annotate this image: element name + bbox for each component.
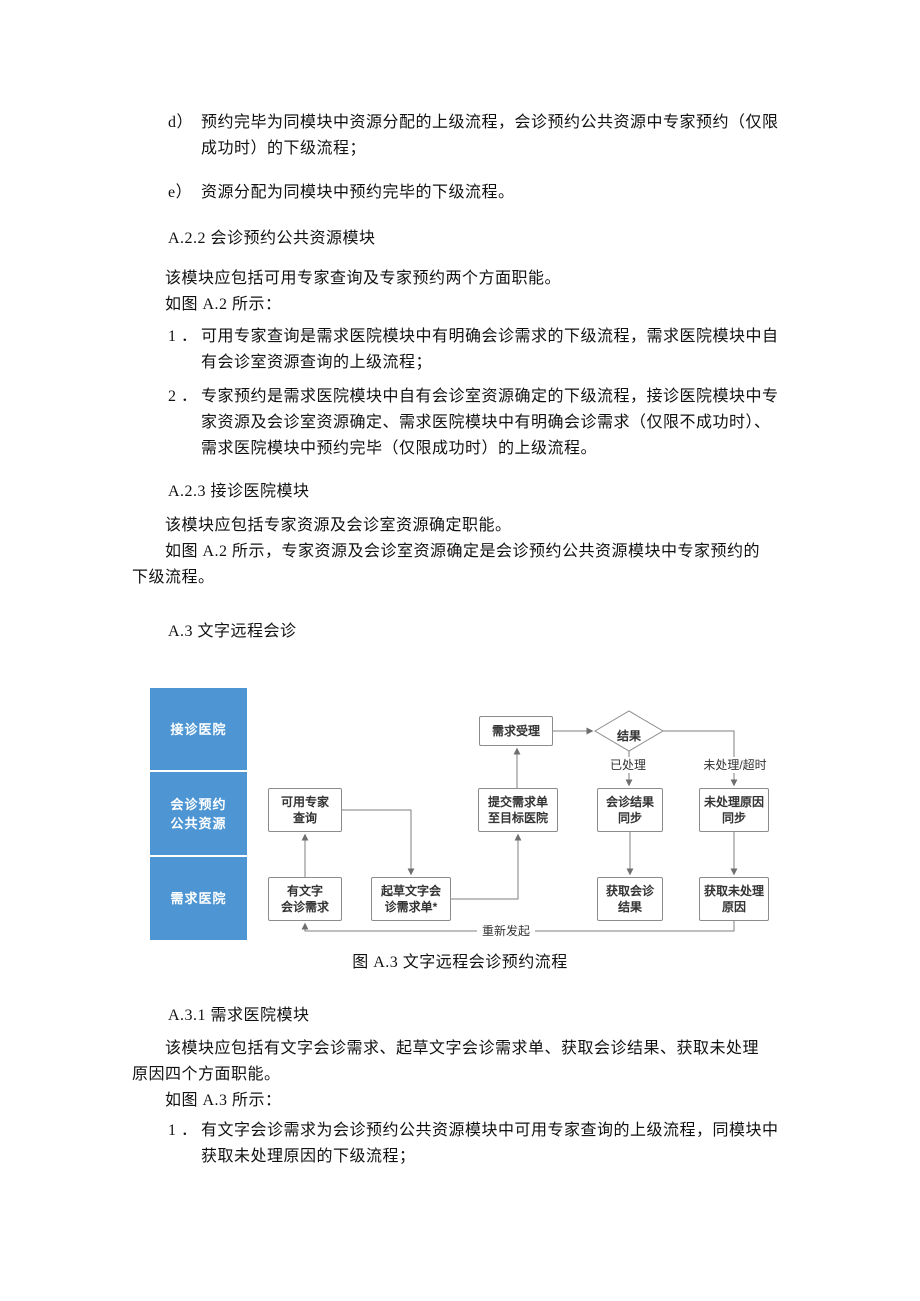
list-item-d: d） 预约完毕为同模块中资源分配的上级流程，会诊预约公共资源中专家预约（仅限 成…: [168, 110, 779, 162]
list-text-a22-2: 专家预约是需求医院模块中自有会诊室资源确定的下级流程，接诊医院模块中专 家资源及…: [201, 388, 779, 457]
paragraph-a31-2: 如图 A.3 所示：: [165, 1092, 282, 1109]
node-result-sync: 会诊结果 同步: [597, 788, 663, 832]
node-accept-request: 需求受理: [479, 716, 553, 746]
node-expert-query: 可用专家 查询: [268, 788, 342, 832]
paragraph-a22-2: 如图 A.2 所示：: [165, 296, 282, 313]
list-marker-e: e）: [168, 184, 193, 201]
list-text-a31-1: 有文字会诊需求为会诊预约公共资源模块中可用专家查询的上级流程，同模块中 获取未处…: [201, 1122, 779, 1165]
list-item-e: e） 资源分配为同模块中预约完毕的下级流程。: [168, 180, 515, 206]
flowchart-figure: 接诊医院 会诊预约 公共资源 需求医院 需求受理 结果 可用专家 查询 提交需求…: [0, 685, 920, 947]
list-text-a22-1: 可用专家查询是需求医院模块中有明确会诊需求的下级流程，需求医院模块中自 有会诊室…: [201, 328, 779, 371]
paragraph-a31-1: 该模块应包括有文字会诊需求、起草文字会诊需求单、获取会诊结果、获取未处理 原因四…: [132, 1040, 760, 1083]
flowchart-edges: [301, 710, 738, 932]
node-reason-sync: 未处理原因 同步: [699, 788, 769, 832]
edge-label-unprocessed: 未处理/超时: [694, 757, 776, 773]
paragraph-a23-1: 该模块应包括专家资源及会诊室资源确定职能。: [165, 517, 512, 534]
section-heading-a23: A.2.3 接诊医院模块: [168, 483, 310, 500]
edge-label-processed: 已处理: [601, 757, 655, 773]
node-draft-request: 起草文字会 诊需求单*: [371, 877, 451, 921]
list-marker-d: d）: [168, 114, 194, 131]
figure-caption: 图 A.3 文字远程会诊预约流程: [352, 954, 568, 971]
edge-query-to-draft: [342, 809, 415, 876]
lane-receiving-hospital: 接诊医院: [150, 688, 247, 770]
node-get-reason: 获取未处理 原因: [699, 877, 769, 921]
node-get-result: 获取会诊 结果: [597, 877, 663, 921]
paragraph-a22-1: 该模块应包括可用专家查询及专家预约两个方面职能。: [165, 270, 562, 287]
lane-public-resource: 会诊预约 公共资源: [150, 772, 247, 855]
edge-label-restart: 重新发起: [477, 923, 535, 939]
section-heading-a22: A.2.2 会诊预约公共资源模块: [168, 230, 376, 247]
list-marker-a31-1: 1 ．: [168, 1122, 198, 1139]
paragraph-a23-2: 如图 A.2 所示，专家资源及会诊室资源确定是会诊预约公共资源模块中专家预约的 …: [132, 543, 761, 586]
list-text-d: 预约完毕为同模块中资源分配的上级流程，会诊预约公共资源中专家预约（仅限 成功时）…: [201, 114, 779, 157]
section-heading-a31: A.3.1 需求医院模块: [168, 1007, 310, 1024]
edge-draft-to-submit: [451, 833, 522, 900]
list-item-a22-2: 2 ． 专家预约是需求医院模块中自有会诊室资源确定的下级流程，接诊医院模块中专 …: [168, 384, 779, 462]
list-marker-a22-1: 1 ．: [168, 328, 198, 345]
list-marker-a22-2: 2 ．: [168, 388, 198, 405]
node-result-decision: 结果: [616, 729, 641, 743]
list-text-e: 资源分配为同模块中预约完毕的下级流程。: [201, 184, 515, 201]
node-submit-request: 提交需求单 至目标医院: [478, 788, 558, 832]
node-text-need: 有文字 会诊需求: [268, 877, 342, 921]
list-item-a22-1: 1 ． 可用专家查询是需求医院模块中有明确会诊需求的下级流程，需求医院模块中自 …: [168, 324, 779, 376]
section-heading-a3: A.3 文字远程会诊: [168, 623, 297, 640]
lane-requesting-hospital: 需求医院: [150, 857, 247, 940]
list-item-a31-1: 1 ． 有文字会诊需求为会诊预约公共资源模块中可用专家查询的上级流程，同模块中 …: [168, 1118, 779, 1170]
